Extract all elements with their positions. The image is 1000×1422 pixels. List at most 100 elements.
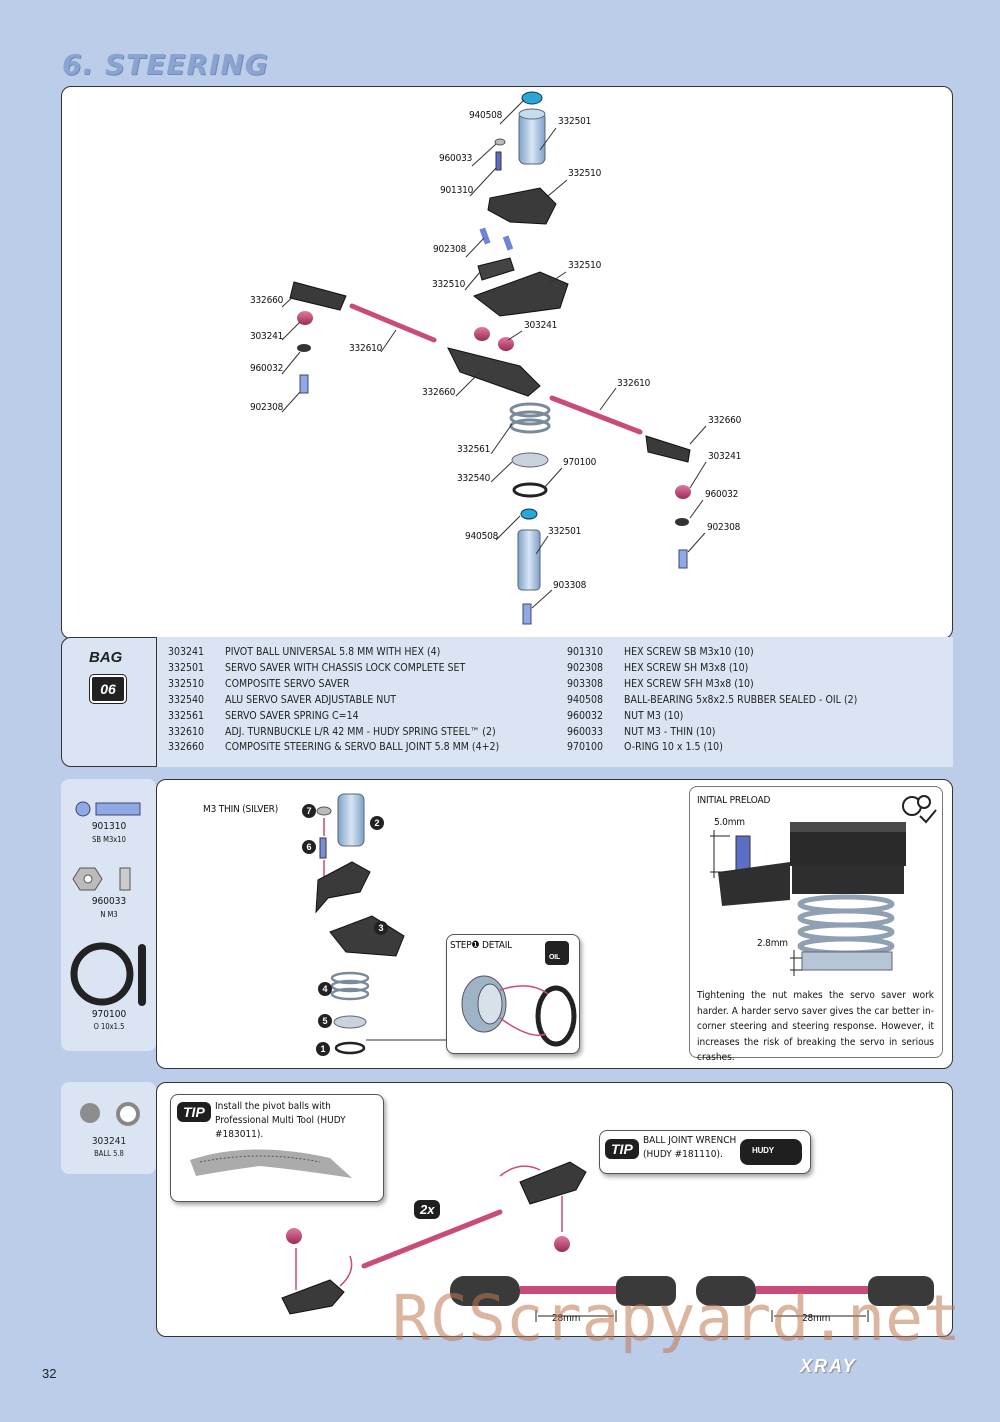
side-part-sub: N M3 xyxy=(100,910,118,919)
oil-icon-label: OIL xyxy=(549,954,561,961)
watermark: RCScrapyard.net xyxy=(392,1282,961,1355)
page-title: 6. STEERING xyxy=(62,48,269,81)
side-part-sub: BALL 5.8 xyxy=(94,1149,124,1158)
part-row: 902308 HEX SCREW SH M3x8 (10) xyxy=(567,661,857,677)
tip-wrench-text: BALL JOINT WRENCH (HUDY #181110). xyxy=(643,1135,737,1160)
label-970100: 970100 xyxy=(563,457,597,468)
part-code: 960033 xyxy=(567,725,604,738)
part-row: 960032 NUT M3 (10) xyxy=(567,709,857,725)
part-code: 332660 xyxy=(168,741,205,754)
label-332660-right: 332660 xyxy=(708,415,742,426)
part-code: 902308 xyxy=(567,661,604,674)
part-row: 970100 O-RING 10 x 1.5 (10) xyxy=(567,740,857,756)
part-desc: ALU SERVO SAVER ADJUSTABLE NUT xyxy=(225,693,397,706)
step-7-badge: 7 xyxy=(302,804,316,818)
step-6-badge: 6 xyxy=(302,840,316,854)
turnbuckle-dim-2: 28mm xyxy=(802,1313,831,1324)
label-332510-c: 332510 xyxy=(432,279,466,290)
step-detail-label: STEP❶ DETAIL xyxy=(450,940,512,951)
step-1-badge: 1 xyxy=(316,1042,330,1056)
part-desc: HEX SCREW SFH M3x8 (10) xyxy=(624,677,754,690)
multiplier-badge: 2x xyxy=(414,1200,441,1219)
part-desc: SERVO SAVER SPRING C=14 xyxy=(225,709,359,722)
preload-title: INITIAL PRELOAD xyxy=(697,795,771,806)
part-desc: O-RING 10 x 1.5 (10) xyxy=(624,741,723,754)
brand-logo: XRAY xyxy=(800,1356,857,1376)
side-parts-column-1-labels: 901310 SB M3x10 960033 N M3 970100 O 10x… xyxy=(61,779,156,1031)
servo-saver-post xyxy=(518,111,546,165)
step-2-badge: 2 xyxy=(370,816,384,830)
part-desc: BALL-BEARING 5x8x2.5 RUBBER SEALED - OIL… xyxy=(624,693,858,706)
label-332540: 332540 xyxy=(457,473,491,484)
label-960033: 960033 xyxy=(439,153,473,164)
label-960032-left: 960032 xyxy=(250,363,284,374)
turnbuckle-dim-1: 28mm xyxy=(552,1313,581,1324)
part-row: 332501 SERVO SAVER WITH CHASSIS LOCK COMP… xyxy=(168,661,499,677)
part-desc: NUT M3 - THIN (10) xyxy=(624,725,716,738)
m3-thin-label: M3 THIN (SILVER) xyxy=(203,804,279,815)
label-940508-top: 940508 xyxy=(469,110,503,121)
label-332610-right: 332610 xyxy=(617,378,651,389)
part-code: 960032 xyxy=(567,709,604,722)
label-332501-top: 332501 xyxy=(558,116,592,127)
step-detail-box xyxy=(446,934,580,1054)
part-desc: SERVO SAVER WITH CHASSIS LOCK COMPLETE S… xyxy=(225,661,466,674)
preload-description: Tightening the nut makes the servo saver… xyxy=(697,990,934,1063)
tip-multi-tool-text: Install the pivot balls with Professiona… xyxy=(215,1101,346,1140)
part-desc: COMPOSITE SERVO SAVER xyxy=(225,677,350,690)
part-code: 903308 xyxy=(567,677,604,690)
preload-dim-top: 5.0mm xyxy=(714,817,745,828)
label-332660-left: 332660 xyxy=(250,295,284,306)
wrench-brand: HUDY xyxy=(752,1146,774,1155)
side-part-code: 303241 xyxy=(91,1136,127,1147)
side-part-sub: O 10x1.5 xyxy=(93,1022,125,1031)
label-332510-b: 332510 xyxy=(568,260,602,271)
part-code: 332540 xyxy=(168,693,205,706)
step-4-badge: 4 xyxy=(318,982,332,996)
part-desc: NUT M3 (10) xyxy=(624,709,684,722)
part-row: 903308 HEX SCREW SFH M3x8 (10) xyxy=(567,677,857,693)
label-332561: 332561 xyxy=(457,444,491,455)
part-code: 332561 xyxy=(168,709,205,722)
label-303241-left: 303241 xyxy=(250,331,284,342)
part-desc: ADJ. TURNBUCKLE L/R 42 MM - HUDY SPRING … xyxy=(225,725,496,738)
part-row: 332610 ADJ. TURNBUCKLE L/R 42 MM - HUDY S… xyxy=(168,725,499,741)
label-303241-center: 303241 xyxy=(524,320,558,331)
part-code: 332610 xyxy=(168,725,205,738)
label-903308: 903308 xyxy=(553,580,587,591)
part-code: 970100 xyxy=(567,741,604,754)
ball-joint-wrench xyxy=(740,1139,802,1165)
label-332610-left: 332610 xyxy=(349,343,383,354)
page-number: 32 xyxy=(42,1366,57,1381)
label-960032-right: 960032 xyxy=(705,489,739,500)
part-row: 332540 ALU SERVO SAVER ADJUSTABLE NUT xyxy=(168,693,499,709)
label-332660-center: 332660 xyxy=(422,387,456,398)
side-part-code: 901310 xyxy=(91,821,127,832)
part-desc: PIVOT BALL UNIVERSAL 5.8 MM WITH HEX (4) xyxy=(225,646,441,658)
label-940508-bottom: 940508 xyxy=(465,531,499,542)
part-desc: HEX SCREW SB M3x10 (10) xyxy=(624,646,754,658)
label-902308-right: 902308 xyxy=(707,522,741,533)
bag-number: 06 xyxy=(89,674,127,704)
part-row: 940508 BALL-BEARING 5x8x2.5 RUBBER SEALED… xyxy=(567,693,857,709)
bag-label: BAG xyxy=(89,649,123,666)
exploded-view-drawing xyxy=(281,91,707,625)
label-901310: 901310 xyxy=(440,185,474,196)
part-desc: COMPOSITE STEERING & SERVO BALL JOINT 5.… xyxy=(225,741,500,754)
tip-badge: TIP xyxy=(177,1102,211,1122)
label-332510-a: 332510 xyxy=(568,168,602,179)
side-part-code: 970100 xyxy=(91,1009,127,1020)
step-3-badge: 3 xyxy=(374,921,388,935)
part-code: 940508 xyxy=(567,693,604,706)
side-parts-column-2 xyxy=(61,1082,156,1174)
preload-dim-bottom: 2.8mm xyxy=(757,938,788,949)
part-code: 332501 xyxy=(168,661,205,674)
part-desc: HEX SCREW SH M3x8 (10) xyxy=(624,661,749,674)
part-row: 960033 NUT M3 - THIN (10) xyxy=(567,725,857,741)
label-902308-left: 902308 xyxy=(250,402,284,413)
part-row: 332660 COMPOSITE STEERING & SERVO BALL JO… xyxy=(168,740,499,756)
